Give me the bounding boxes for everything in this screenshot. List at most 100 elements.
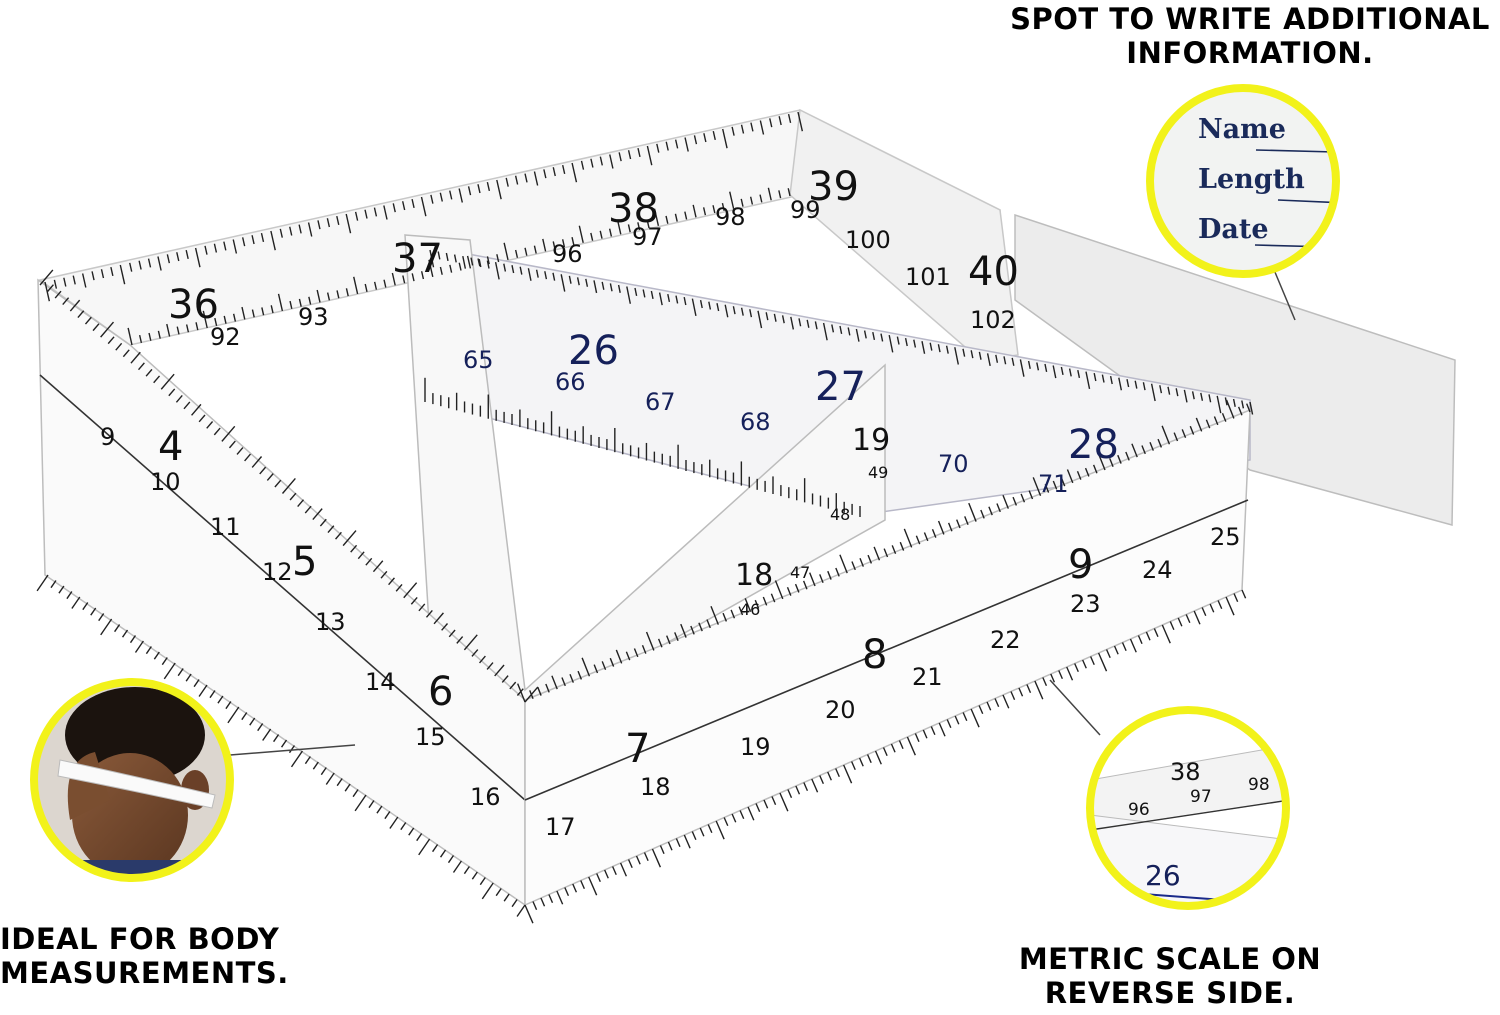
tape-inch-label: 9: [1068, 542, 1093, 588]
ruler-tick: [699, 300, 703, 309]
ruler-tick: [1129, 638, 1137, 653]
ruler-tick: [495, 888, 502, 897]
ruler-tick: [637, 222, 641, 231]
ruler-tick: [279, 228, 283, 238]
ruler-tick: [1169, 621, 1175, 631]
ruler-tick: [195, 322, 199, 331]
ruler-tick: [505, 177, 509, 187]
ruler-tick: [819, 775, 825, 785]
ruler-tick: [740, 124, 745, 134]
ruler-tick: [986, 353, 991, 367]
ruler-tick: [471, 649, 479, 657]
ruler-tick: [787, 113, 792, 124]
ruler-tick: [448, 629, 456, 638]
ruler-tick: [738, 606, 744, 616]
ruler-tick: [778, 190, 782, 199]
ruler-tick: [1191, 391, 1195, 400]
ruler-tick: [809, 572, 816, 587]
highlight-ring: [1086, 706, 1290, 910]
ruler-tick: [420, 196, 427, 217]
ruler-tick: [437, 251, 441, 260]
ruler-tick: [1131, 443, 1138, 458]
ruler-tick: [684, 137, 689, 152]
ruler-tick: [1217, 600, 1223, 610]
ruler-tick: [1109, 458, 1114, 468]
ruler-tick: [1076, 471, 1082, 480]
ruler-tick: [511, 899, 518, 908]
ruler-tick: [978, 351, 982, 360]
ruler-tick: [721, 202, 725, 212]
ruler-tick: [477, 184, 481, 194]
ruler-tick: [1052, 480, 1058, 490]
ruler-tick: [931, 529, 937, 538]
ruler-tick: [1213, 416, 1219, 426]
ruler-tick: [69, 299, 81, 312]
ruler-tick: [692, 204, 697, 218]
ruler-tick: [548, 894, 554, 904]
ruler-tick: [176, 252, 180, 262]
ruler-tick: [786, 587, 792, 596]
ruler-tick: [611, 866, 617, 876]
tape-cm-label: 67: [645, 388, 676, 416]
ruler-tick: [691, 298, 697, 317]
ruler-tick: [569, 674, 574, 683]
ruler-tick: [251, 309, 255, 318]
ruler-tick: [1150, 383, 1156, 402]
ruler-tick: [699, 827, 705, 837]
ruler-tick: [578, 225, 584, 243]
ruler-tick: [1161, 425, 1171, 445]
ruler-tick: [568, 275, 572, 284]
ruler-tick: [84, 316, 92, 325]
ruler-tick: [249, 717, 256, 726]
ruler-tick: [609, 657, 615, 667]
label-tab: [1014, 213, 1456, 526]
ruler-tick: [604, 869, 609, 879]
ruler-tick: [503, 893, 510, 902]
ruler-tick: [1044, 363, 1048, 372]
ruler-tick: [839, 554, 848, 574]
ruler-tick: [185, 673, 192, 682]
ruler-tick: [891, 545, 897, 555]
ruler-tick: [384, 811, 391, 820]
tape-cm-label: 15: [415, 723, 446, 751]
ruler-tick: [765, 312, 769, 321]
ruler-tick: [145, 368, 153, 377]
ruler-tick: [1003, 356, 1007, 365]
ruler-tick: [923, 532, 929, 542]
ruler-tick: [1195, 417, 1203, 432]
ruler-tick: [430, 194, 434, 204]
ruler-tick: [627, 224, 631, 233]
ruler-tick: [560, 274, 566, 292]
ruler-tick: [373, 207, 378, 217]
ruler-tick: [642, 289, 646, 298]
ruler-tick: [855, 328, 860, 342]
ruler-tick: [257, 723, 264, 732]
ruler-tick: [1058, 670, 1064, 680]
ruler-tick: [1201, 607, 1207, 617]
ruler-tick: [1117, 454, 1122, 464]
ruler-tick: [62, 297, 70, 306]
tape-cm-label: 101: [905, 263, 951, 291]
ruler-tick: [1137, 635, 1143, 645]
ruler-tick: [373, 281, 378, 290]
ruler-tick: [223, 315, 227, 324]
ruler-tick: [1050, 673, 1056, 683]
ruler-tick: [157, 330, 161, 339]
ruler-tick: [1125, 451, 1130, 461]
tape-cm-label: 9: [100, 423, 115, 451]
ruler-tick: [715, 820, 725, 840]
ruler-tick: [1193, 610, 1201, 625]
ruler-tick: [1221, 413, 1227, 422]
ruler-tick: [100, 618, 113, 636]
ruler-tick: [1224, 397, 1228, 406]
ruler-tick: [335, 531, 342, 540]
ruler-tick: [320, 767, 327, 776]
ruler-tick: [831, 324, 835, 333]
ruler-tick: [403, 582, 418, 599]
ruler-tick: [650, 290, 654, 300]
tape-cm-label: 10: [150, 468, 181, 496]
ruler-tick: [274, 479, 282, 488]
ruler-tick: [129, 262, 133, 272]
ruler-tick: [779, 792, 789, 812]
ruler-tick: [627, 150, 632, 160]
